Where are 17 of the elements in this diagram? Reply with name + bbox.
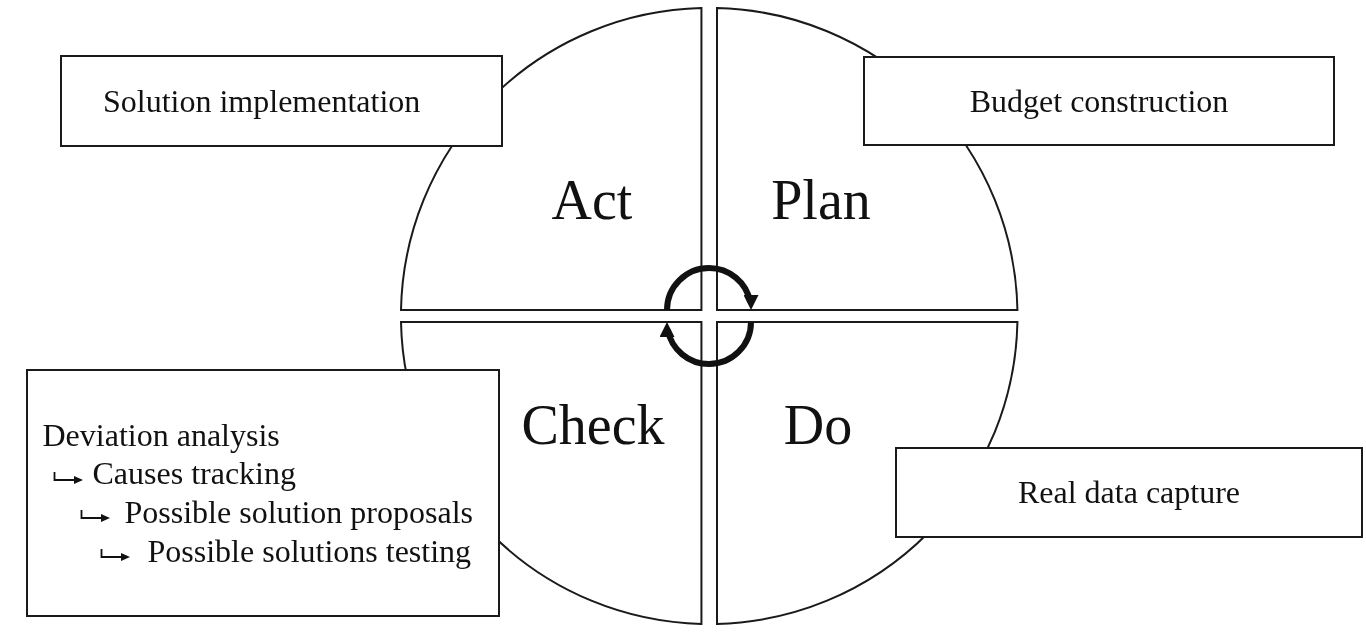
activity-label: Real data capture <box>1017 473 1241 512</box>
stage-label: Do <box>783 397 853 453</box>
activity-box <box>26 369 500 617</box>
stage-label: Plan <box>771 172 871 228</box>
activity-box <box>895 447 1363 538</box>
activity-label: Deviation analysis <box>42 415 280 455</box>
curved-arrow <box>660 321 754 367</box>
sub-step-label: Possible solutions testing <box>147 531 472 571</box>
sub-step-label: Possible solution proposals <box>124 493 473 532</box>
activity-label: Budget construction <box>969 81 1229 121</box>
sub-step-label: Causes tracking <box>92 454 296 493</box>
activity-box <box>863 56 1335 146</box>
stage-label: Act <box>551 172 633 228</box>
activity-box <box>60 55 503 147</box>
curved-arrow <box>664 265 758 311</box>
activity-label: Solution implementation <box>103 81 421 121</box>
stage-label: Check <box>521 397 665 453</box>
